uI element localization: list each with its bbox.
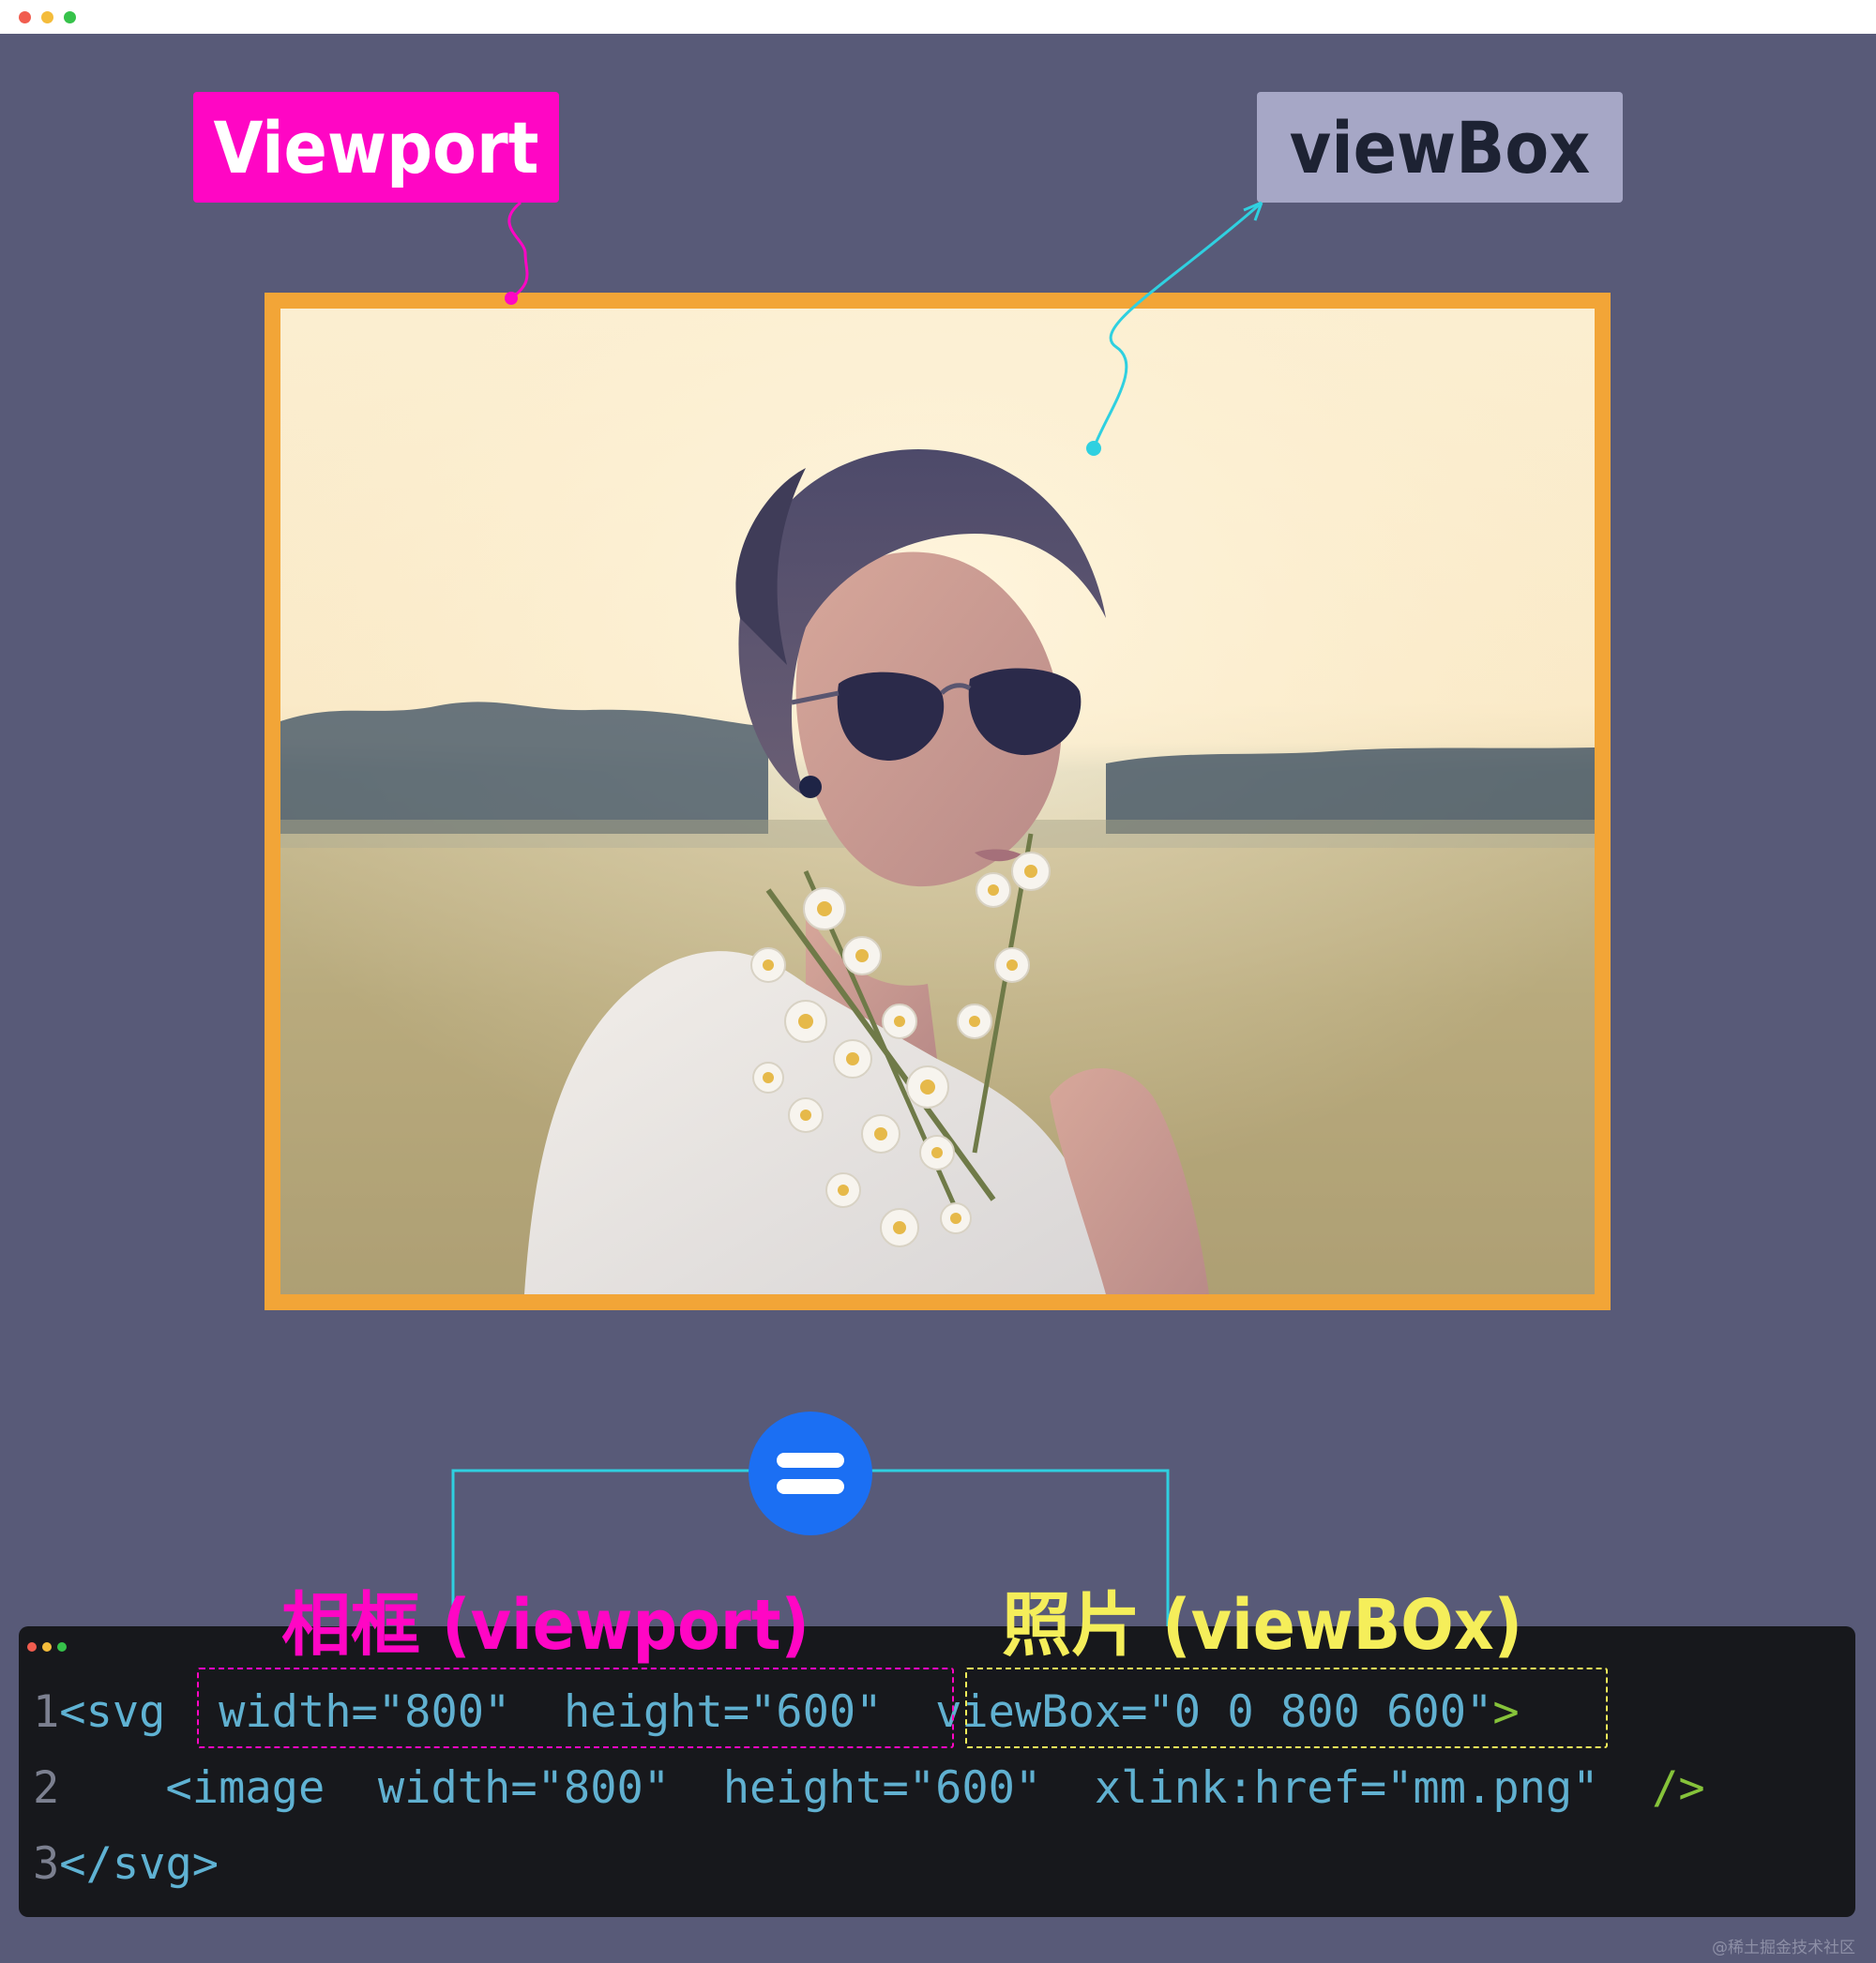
viewport-frame <box>265 293 1611 1310</box>
tag-close: > <box>1492 1686 1520 1738</box>
code-line-1: 1<svg width="800" height="600" viewBox="… <box>33 1684 1520 1741</box>
line-number: 2 <box>33 1762 60 1814</box>
code-maximize-dot-icon <box>57 1642 67 1652</box>
viewbox-label: viewBox <box>1257 92 1623 203</box>
viewbox-arrowhead <box>1243 201 1263 221</box>
photo-illustration <box>280 309 1595 1294</box>
viewbox-photo <box>280 309 1595 1294</box>
viewport-annotation: 相框 (viewport) <box>281 1585 809 1666</box>
equals-icon <box>749 1412 872 1535</box>
code-panel: 1<svg width="800" height="600" viewBox="… <box>19 1626 1855 1917</box>
code-line-3: 3</svg> <box>33 1836 219 1893</box>
image-width-attr: width="800" <box>377 1762 671 1814</box>
minimize-dot-icon[interactable] <box>41 11 53 23</box>
equals-bar-bottom <box>777 1479 844 1494</box>
code-close-dot-icon <box>27 1642 37 1652</box>
line-number: 1 <box>33 1686 60 1738</box>
viewbox-attr: viewBox="0 0 800 600" <box>935 1686 1493 1738</box>
viewbox-highlight-box <box>965 1668 1608 1748</box>
watermark: @稀土掘金技术社区 <box>1712 1939 1855 1957</box>
close-dot-icon[interactable] <box>19 11 31 23</box>
flower-bouquet <box>750 833 1051 1247</box>
self-close: /> <box>1652 1762 1705 1814</box>
window-title-bar <box>0 0 1876 34</box>
image-height-attr: height="600" <box>722 1762 1042 1814</box>
viewport-connector <box>507 201 529 300</box>
code-line-2: 2 <image width="800" height="600" xlink:… <box>33 1760 1705 1817</box>
svg-close-tag: </svg> <box>59 1838 219 1890</box>
width-attr: width="800" <box>219 1686 511 1738</box>
image-href-attr: xlink:href="mm.png" <box>1094 1762 1599 1814</box>
svg-open-tag: <svg <box>59 1686 166 1738</box>
equals-bar-top <box>777 1453 844 1468</box>
image-open-tag: <image <box>165 1762 325 1814</box>
height-attr: height="600" <box>563 1686 883 1738</box>
viewport-label: Viewport <box>193 92 559 203</box>
line-number: 3 <box>33 1838 60 1890</box>
maximize-dot-icon[interactable] <box>64 11 76 23</box>
viewbox-annotation: 照片 (viewBOx) <box>1002 1585 1523 1666</box>
viewbox-label-text: viewBox <box>1289 105 1591 189</box>
viewport-label-text: Viewport <box>213 105 539 189</box>
code-minimize-dot-icon <box>42 1642 52 1652</box>
viewport-highlight-box <box>197 1668 954 1748</box>
